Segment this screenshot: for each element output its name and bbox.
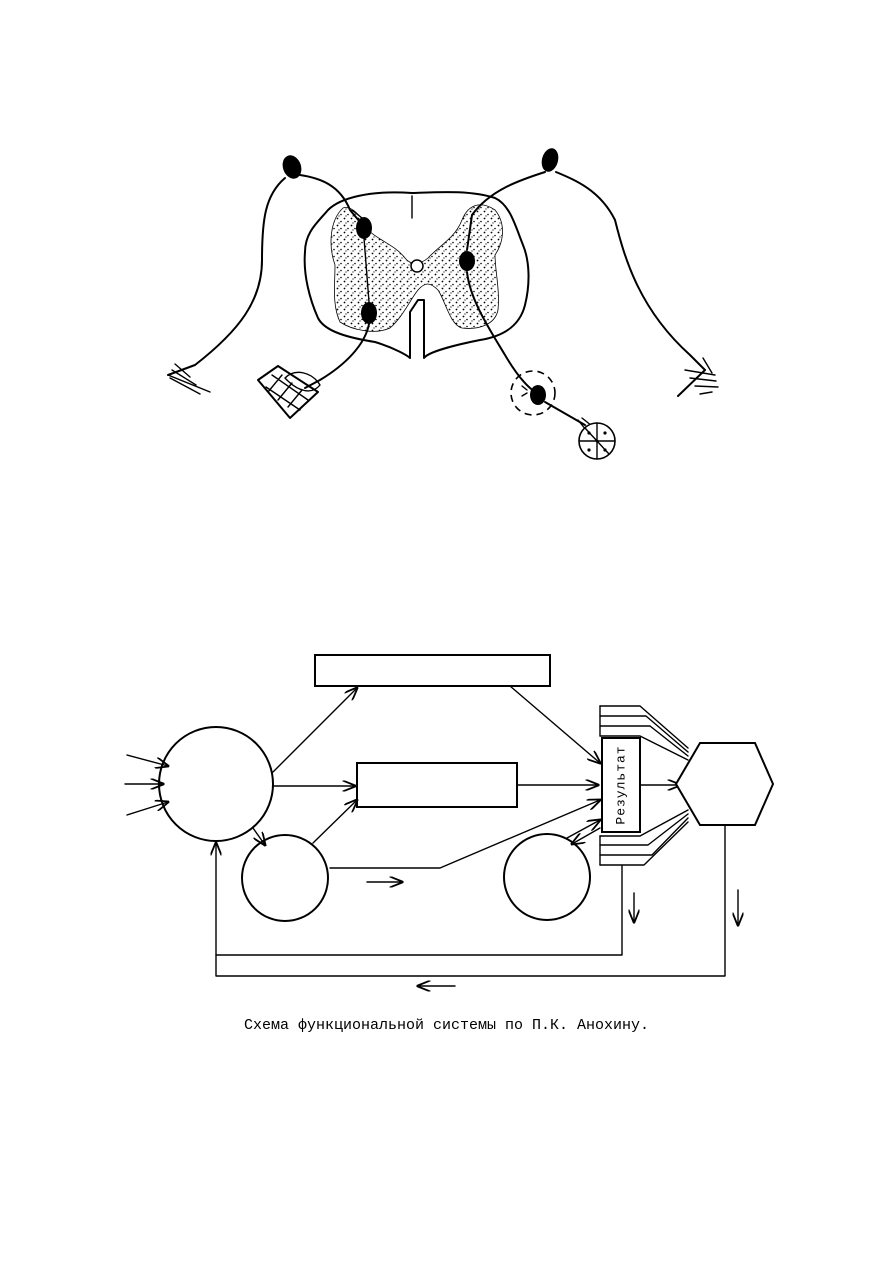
interneuron-axon [363,237,370,303]
input-arrow [126,802,168,816]
program-box [356,762,518,808]
acceptor-to-result-arrow [509,685,600,763]
memory-to-program-arrow [312,800,357,844]
action-to-result-arrow [566,820,600,839]
muscle-icon [257,365,321,419]
autonomic-fiber-right [466,271,536,393]
result-label: Результат [613,745,628,824]
feedback-loop-outer [215,824,726,977]
motor-axon-left [304,323,370,389]
receptor-icon [677,357,719,397]
to-acceptor-arrow [272,688,357,773]
central-canal [410,259,424,273]
memory-to-result-line [329,800,600,869]
gland-icon [578,422,616,460]
neuron-icon [361,302,377,324]
sensory-nerve-left [194,177,286,366]
ganglion-icon [541,148,559,172]
receptor-icon [167,363,211,395]
figure-caption: Схема функциональной системы по П.К. Ано… [243,1017,650,1034]
synapse-mark [521,385,528,397]
action-circle [503,833,591,921]
spinal-cord-outline [303,191,530,359]
neuron-icon [459,251,475,271]
functional-system-diagram: Результат [124,654,775,986]
ganglion-icon [282,155,302,179]
synapse-mark [351,209,363,219]
result-to-action-arrow [572,827,601,844]
afferent-fiber-right [466,171,546,251]
feedback-loop-inner [216,843,623,956]
action-acceptor-box [314,654,551,687]
spinal-cord-diagram [167,148,719,460]
result-receptors-hexagon [674,742,775,826]
sensory-nerve-right [555,171,706,371]
afferent-fiber-left [299,174,361,223]
autonomic-ganglion-ring [510,370,556,416]
memory-circle [241,834,329,922]
afferent-synthesis-circle [158,726,274,842]
input-arrow [126,754,168,766]
result-parameters [599,705,689,866]
to-memory-arrow [252,827,265,845]
neuron-icon [530,385,546,405]
